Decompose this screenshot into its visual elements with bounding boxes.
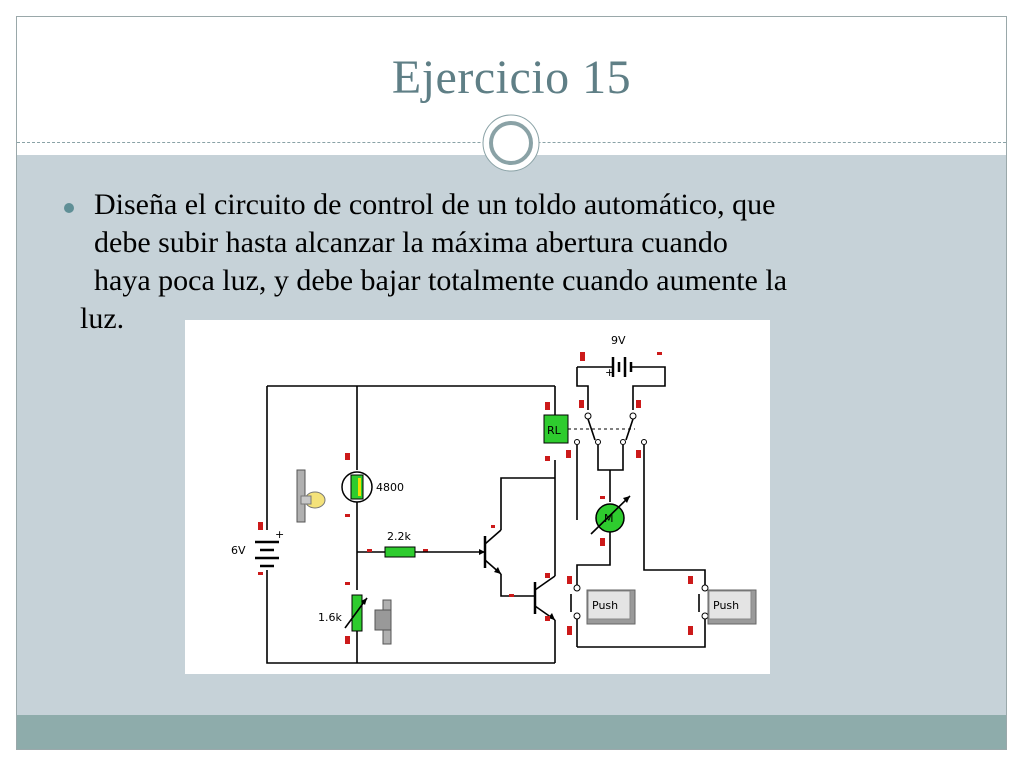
wire-t1-emitter [500,574,535,597]
relay-rl: RL [543,402,635,461]
battery-9v-plus: + [605,366,614,379]
slide-title: Ejercicio 15 [391,51,632,104]
potentiometer-1k6: 1.6k [318,582,368,644]
bullet-point-icon [64,203,74,213]
push-button-2[interactable]: Push [707,589,757,625]
battery-9v: 9V + [576,334,666,410]
pot-slider-icon [374,599,392,645]
circle-ornament-icon [482,114,540,172]
bullet-line-3: haya poca luz, y debe bajar totalmente c… [94,264,788,297]
footer-band [17,715,1006,749]
battery-6v-label: 6V [231,544,246,557]
lamp-slider-icon [296,469,326,523]
resistor-2k2: 2.2k [367,530,428,558]
base-arrow [479,549,485,555]
ldr-label: 4800 [376,481,404,494]
push-button-1[interactable]: Push [586,589,636,625]
ldr-sensor: 4800 [341,453,404,517]
wire-motor-bottom [576,532,611,585]
switch-contact-1 [567,576,581,635]
wire-push2-bottom [577,619,706,648]
circuit-diagram: + 6V 4800 2.2k [185,320,770,674]
motor-label: M [604,512,614,525]
relay-switches [566,400,706,585]
wire-left-bottom [266,570,555,664]
circuit-schematic: + 6V 4800 2.2k [231,334,757,664]
push-button-2-label: Push [713,599,739,612]
bullet-line-2: debe subir hasta alcanzar la máxima aber… [94,226,728,259]
transistor-2 [509,573,556,621]
battery-6v-plus: + [275,528,284,541]
push-button-1-label: Push [592,599,618,612]
resistor-label: 2.2k [387,530,411,543]
bullet-line-4: luz. [80,302,125,335]
battery-6v: + 6V [231,522,284,575]
pot-label: 1.6k [318,611,342,624]
battery-9v-label: 9V [611,334,626,347]
switch-contact-2 [688,576,709,635]
bullet-line-1: Diseña el circuito de control de un told… [94,188,776,221]
relay-label: RL [547,424,562,437]
transistor-1 [483,525,502,575]
wire-t1-collector [500,477,555,530]
bullet-text: Diseña el circuito de control de un told… [80,186,984,338]
